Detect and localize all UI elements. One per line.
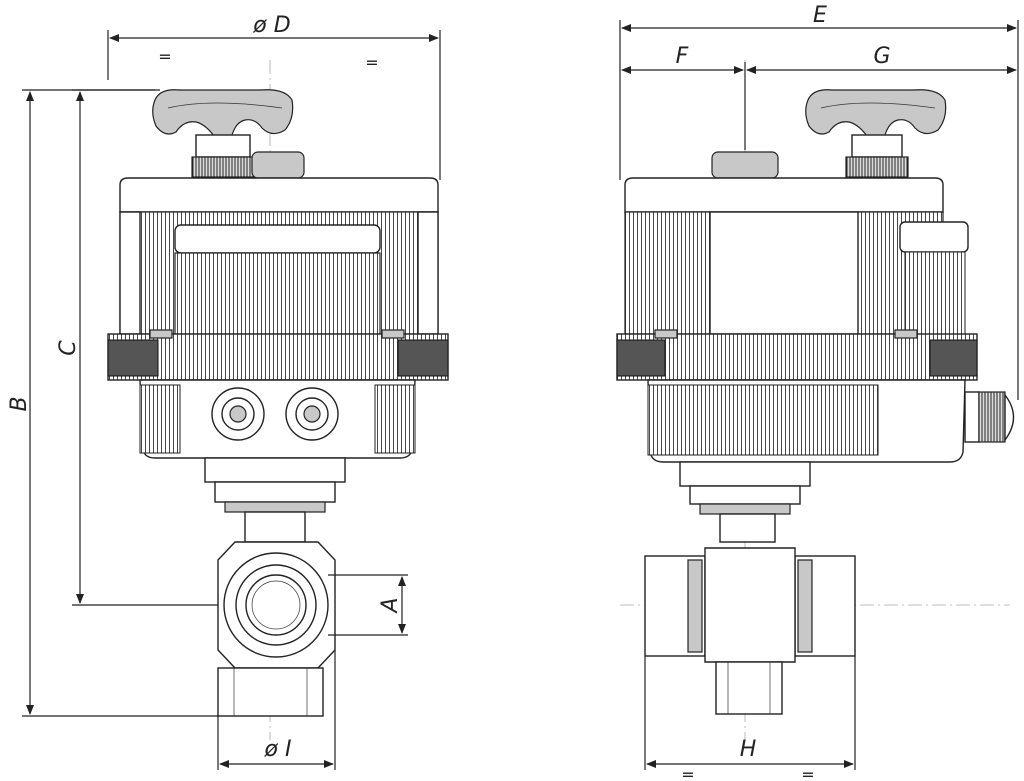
actuator-cover-left <box>119 177 439 335</box>
clamp-ring-right <box>616 329 978 381</box>
dimension-a-label: A <box>378 597 403 614</box>
dimension-f-label: F <box>676 44 689 69</box>
equal-mark-d-left: = <box>158 47 171 66</box>
dimensions: ø D = = B C A ø I E F G <box>7 3 1019 781</box>
dimension-g-label: G <box>873 44 890 69</box>
lower-housing-left <box>139 379 416 459</box>
handwheel-right <box>711 89 947 179</box>
valve-body-right <box>644 547 856 715</box>
front-view <box>107 60 449 740</box>
clamp-ring-left <box>107 329 449 381</box>
lower-housing-right <box>647 379 1015 463</box>
dimension-b-label: B <box>7 396 32 411</box>
equal-mark-d-right: = <box>365 53 378 72</box>
handwheel-left <box>152 89 305 179</box>
equal-mark-h-left: = <box>681 765 694 781</box>
valve-body-left <box>217 541 336 717</box>
bracket-left <box>204 457 346 543</box>
dimension-d-label: ø D <box>252 13 290 38</box>
dimension-i-label: ø I <box>264 737 292 762</box>
dimension-c-label: C <box>56 340 81 356</box>
actuator-cover-right <box>624 177 969 335</box>
dimension-e-label: E <box>813 3 827 28</box>
dimension-h-label: H <box>740 737 757 762</box>
side-view <box>616 60 1015 740</box>
equal-mark-h-right: = <box>801 765 814 781</box>
bracket-right <box>679 461 811 543</box>
